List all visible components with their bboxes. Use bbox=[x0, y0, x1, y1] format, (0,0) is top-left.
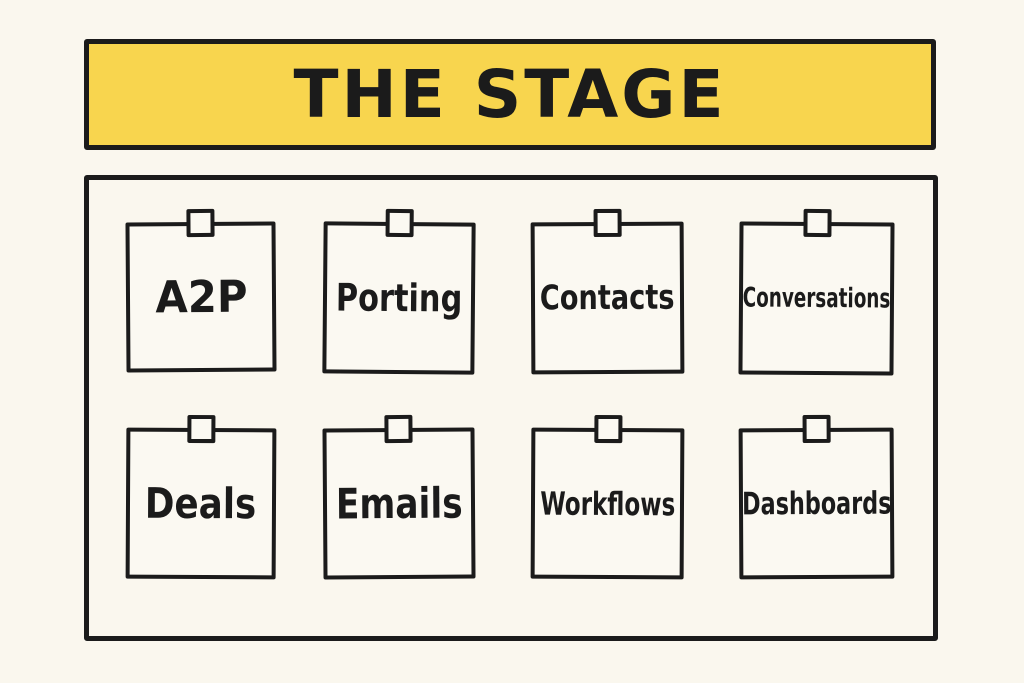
note-deals[interactable]: Deals bbox=[125, 414, 277, 580]
note-label: Contacts bbox=[540, 277, 675, 319]
note-label: Deals bbox=[145, 478, 257, 529]
pin-icon bbox=[593, 414, 622, 444]
note-label: A2P bbox=[154, 271, 248, 323]
note-a2p[interactable]: A2P bbox=[125, 208, 277, 373]
note-emails[interactable]: Emails bbox=[322, 414, 476, 580]
pin-icon bbox=[593, 208, 622, 238]
pin-icon bbox=[802, 208, 832, 238]
note-label: Conversations bbox=[742, 282, 891, 315]
note-workflows[interactable]: Workflows bbox=[530, 414, 685, 580]
note-label: Workflows bbox=[539, 484, 676, 523]
pin-icon bbox=[384, 414, 413, 444]
note-porting[interactable]: Porting bbox=[322, 208, 476, 375]
note-conversations[interactable]: Conversations bbox=[738, 208, 895, 376]
pin-icon bbox=[186, 208, 215, 238]
note-dashboards[interactable]: Dashboards bbox=[738, 414, 895, 580]
note-label: Porting bbox=[335, 275, 463, 321]
note-label: Emails bbox=[335, 478, 463, 529]
note-contacts[interactable]: Contacts bbox=[530, 208, 685, 375]
pin-icon bbox=[187, 414, 216, 444]
stage-banner: THE STAGE bbox=[84, 39, 936, 150]
pin-icon bbox=[802, 414, 831, 444]
stage-title: THE STAGE bbox=[293, 55, 727, 133]
note-label: Dashboards bbox=[741, 485, 892, 522]
pin-icon bbox=[385, 208, 414, 238]
